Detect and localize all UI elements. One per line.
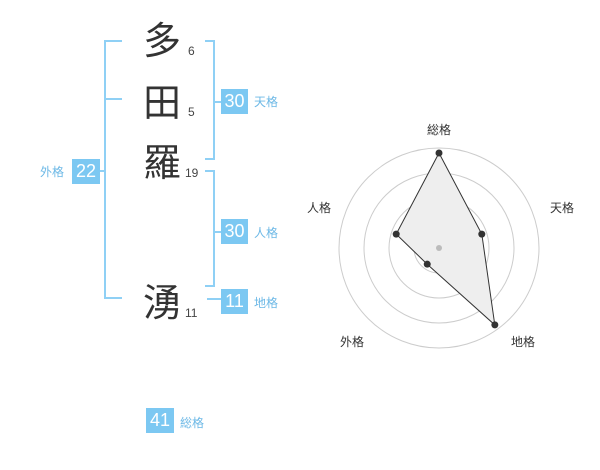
- stroke-count-1: 6: [188, 44, 195, 58]
- axis-label-chikaku: 地格: [511, 334, 535, 349]
- gaikaku-label: 外格: [40, 165, 65, 179]
- name-char-4: 湧: [143, 281, 182, 325]
- radar-points: [392, 149, 499, 329]
- radar-point-4: [423, 260, 431, 268]
- soukaku-value: 41: [146, 408, 174, 433]
- stroke-count-4: 11: [185, 306, 198, 320]
- chikaku-value: 11: [221, 289, 248, 314]
- tenkaku-value: 30: [221, 89, 248, 114]
- axis-label-jinkaku: 人格: [307, 200, 331, 215]
- name-char-3: 羅: [143, 141, 182, 185]
- name-char-1: 多: [143, 19, 182, 63]
- radar-chart: 総格 天格 地格 外格 人格: [307, 122, 574, 349]
- name-char-2: 田: [143, 81, 182, 125]
- radar-area: [395, 151, 496, 327]
- gaikaku-value: 22: [72, 159, 100, 184]
- axis-label-gaikaku: 外格: [340, 334, 364, 349]
- stroke-count-2: 5: [188, 105, 195, 119]
- radar-ring: [338, 147, 540, 349]
- radar-point-2: [478, 230, 486, 238]
- axis-label-soukaku: 総格: [427, 122, 451, 137]
- axis-label-tenkaku: 天格: [550, 200, 574, 215]
- soukaku-label: 総格: [180, 416, 205, 430]
- radar-point-3: [491, 321, 499, 329]
- radar-point-1: [435, 149, 443, 157]
- tenkaku-label: 天格: [254, 95, 279, 109]
- stroke-count-3: 19: [185, 166, 199, 180]
- jinkaku-label: 人格: [254, 226, 279, 240]
- jinkaku-value: 30: [221, 219, 248, 244]
- radar-point-5: [392, 230, 400, 238]
- chikaku-label: 地格: [254, 296, 279, 310]
- radar-center: [436, 245, 442, 251]
